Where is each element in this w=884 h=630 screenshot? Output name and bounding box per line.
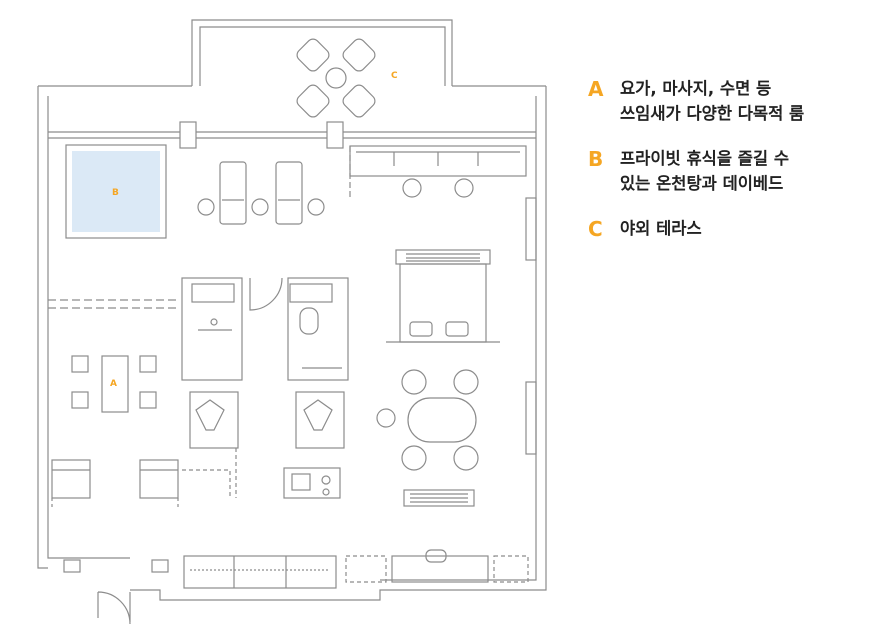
legend-item-c: C 야외 테라스 xyxy=(588,216,878,242)
legend-line: 요가, 마사지, 수면 등 xyxy=(620,79,772,98)
legend-line: 야외 테라스 xyxy=(620,219,702,238)
plan-label-b: B xyxy=(112,188,119,198)
plan-label-c: C xyxy=(391,71,398,81)
legend-letter: A xyxy=(588,77,604,101)
legend-letter: B xyxy=(588,147,604,171)
legend-line: 프라이빗 휴식을 즐길 수 xyxy=(620,149,790,168)
legend-line: 쓰임새가 다양한 다목적 룸 xyxy=(620,104,805,123)
legend-item-b: B 프라이빗 휴식을 즐길 수 있는 온천탕과 데이베드 xyxy=(588,146,878,196)
legend-letter: C xyxy=(588,217,603,241)
legend-item-a: A 요가, 마사지, 수면 등 쓰임새가 다양한 다목적 룸 xyxy=(588,76,878,126)
legend: A 요가, 마사지, 수면 등 쓰임새가 다양한 다목적 룸 B 프라이빗 휴식… xyxy=(588,76,878,262)
legend-text: 야외 테라스 xyxy=(620,216,702,242)
legend-text: 프라이빗 휴식을 즐길 수 있는 온천탕과 데이베드 xyxy=(620,146,789,196)
legend-text: 요가, 마사지, 수면 등 쓰임새가 다양한 다목적 룸 xyxy=(620,76,804,126)
plan-label-a: A xyxy=(110,379,117,389)
hot-spring-pool xyxy=(72,151,160,232)
legend-line: 있는 온천탕과 데이베드 xyxy=(620,174,784,193)
